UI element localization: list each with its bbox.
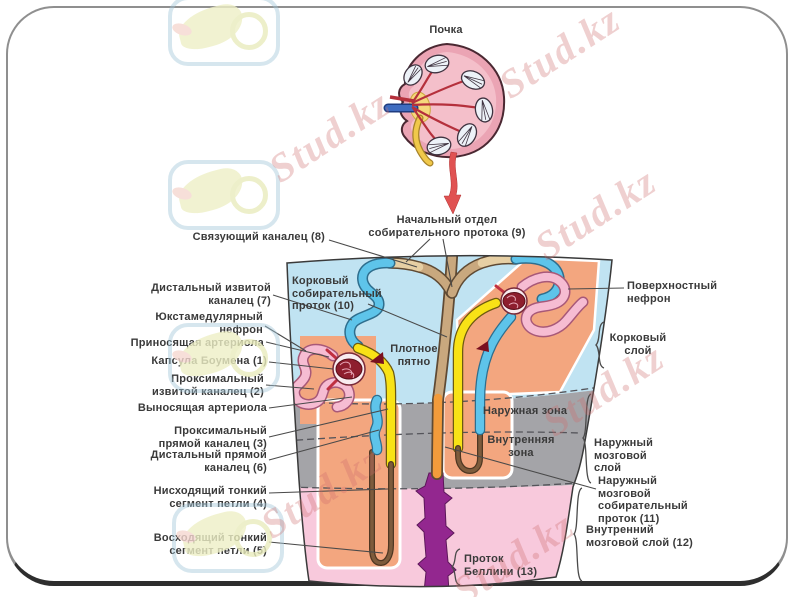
macula-densa-marker-superficial bbox=[476, 341, 489, 352]
macula-densa-label: Плотное пятно bbox=[390, 343, 438, 368]
superficial-tubules bbox=[452, 255, 589, 475]
juxtamedullary-nephron-label: Юкстамедулярный нефрон bbox=[155, 311, 263, 336]
renal-pyramids bbox=[403, 54, 494, 156]
outer-medullary-brace bbox=[582, 393, 592, 484]
cortical-layer-label: Корковый слой bbox=[609, 332, 667, 357]
distal-convoluted-tubule-label: Дистальный извитой каналец (7) bbox=[151, 282, 271, 307]
bowman-capsule-label: Капсула Боумена (1) bbox=[151, 355, 267, 367]
bellini-brace bbox=[451, 548, 461, 586]
cortical-layer-brace bbox=[595, 321, 605, 369]
kidney-illustration bbox=[383, 42, 506, 167]
superficial-nephron-label: Поверхностный нефрон bbox=[627, 280, 718, 305]
down-arrow bbox=[443, 151, 462, 215]
macula-densa-marker bbox=[370, 352, 384, 364]
proximal-convoluted-tubule-label: Проксимальный извитой каналец (2) bbox=[152, 373, 264, 398]
descending-thin-segment-label: Нисходящий тонкий сегмент петли (4) bbox=[153, 485, 267, 510]
distal-straight-tubule-label: Дистальный прямой каналец (6) bbox=[150, 449, 267, 474]
bellini-duct-label: Проток Беллини (13) bbox=[464, 553, 538, 578]
initial-collecting-duct-label: Начальный отдел собирательного протока (… bbox=[368, 214, 526, 239]
inner-zone-label: Внутренняя зона bbox=[487, 434, 555, 459]
wedge-outline bbox=[286, 254, 613, 588]
outer-zone-label: Наружная зона bbox=[483, 405, 568, 417]
connecting-tubule-label: Связующий каналец (8) bbox=[192, 231, 325, 243]
nephron-wedge bbox=[287, 255, 612, 587]
braces bbox=[451, 321, 605, 586]
glomerulus-superficial bbox=[500, 287, 528, 315]
glomerulus-juxtamedullary bbox=[332, 352, 366, 386]
afferent-arteriole-label: Приносящая артериола bbox=[130, 337, 264, 349]
bellini-duct-shape bbox=[415, 472, 457, 587]
proximal-straight-tubule-label: Проксимальный прямой каналец (3) bbox=[158, 425, 267, 450]
outer-medullary-collecting-duct-label: Наружный мозговой собирательный проток (… bbox=[598, 475, 688, 525]
outer-medullary-layer-label: Наружный мозговой слой bbox=[594, 437, 654, 474]
inner-medullary-layer-label: Внутренний мозговой слой (12) bbox=[586, 524, 694, 549]
ascending-thin-segment-label: Восходящий тонкий сегмент петли (5) bbox=[153, 532, 267, 557]
leader-lines bbox=[264, 238, 625, 554]
efferent-arteriole-label: Выносящая артериола bbox=[137, 402, 267, 414]
inner-medullary-brace bbox=[573, 487, 583, 582]
kidney-label: Почка bbox=[429, 24, 463, 36]
cortical-collecting-duct-label: Корковый собирательный проток (10) bbox=[292, 275, 382, 312]
